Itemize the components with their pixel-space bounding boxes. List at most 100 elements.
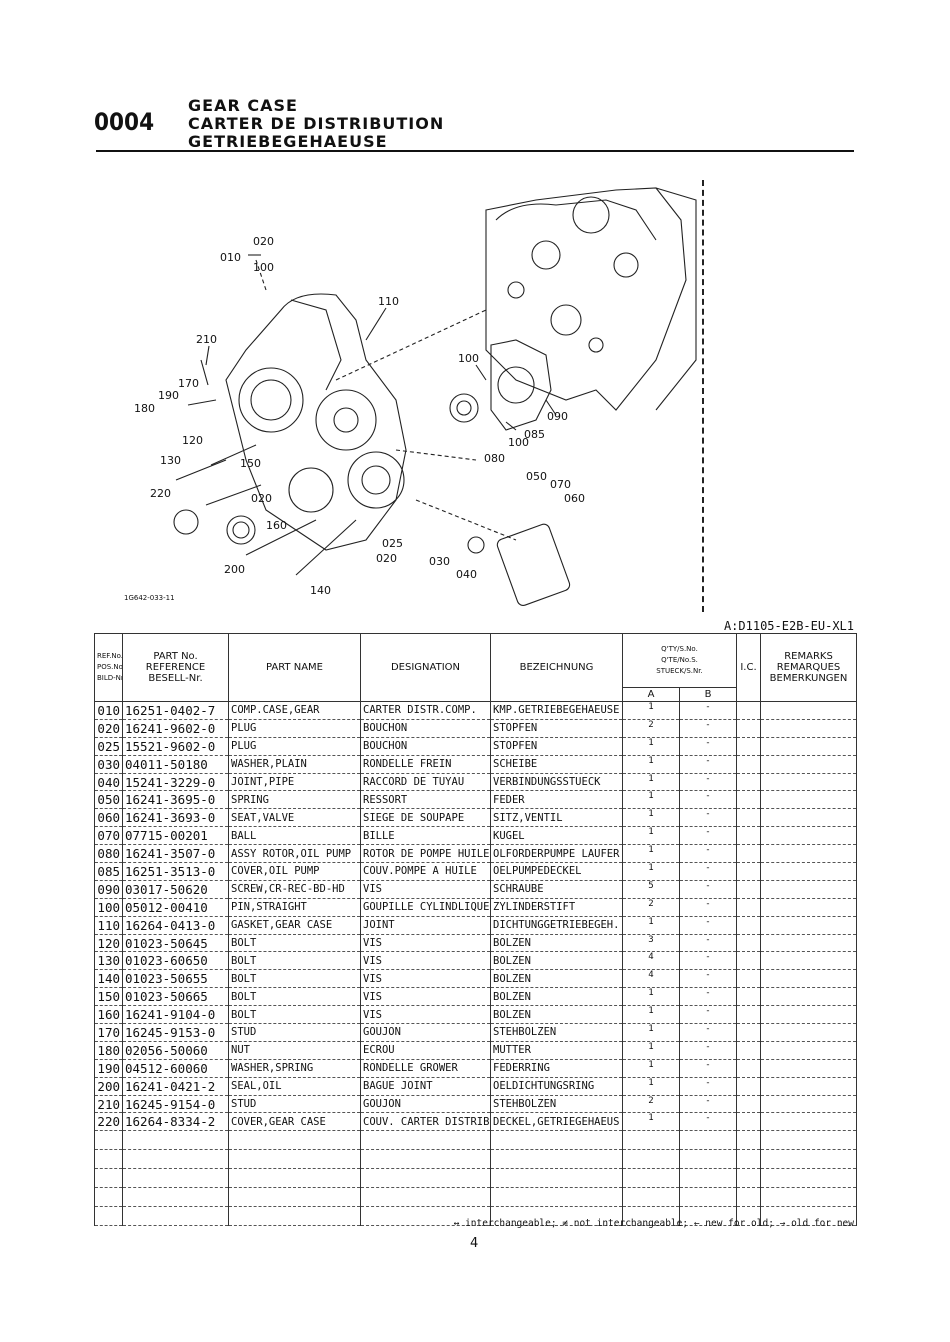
blank-cell (94, 1187, 123, 1207)
row-ref: 085 (94, 862, 123, 881)
blank-cell (679, 1130, 737, 1151)
row-ic (736, 790, 761, 810)
blank-cell (94, 1205, 123, 1226)
model-code: A:D1105-E2B-EU-XL1 (723, 619, 854, 633)
row-ref: 100 (94, 897, 123, 917)
row-ic (736, 736, 761, 756)
row-qty-b: - (679, 933, 737, 953)
header-designation: DESIGNATION (360, 633, 491, 702)
row-ref: 210 (94, 1094, 123, 1114)
row-designation: VIS (360, 933, 491, 953)
row-part-name: COMP.CASE,GEAR (228, 701, 361, 720)
row-ref: 200 (94, 1076, 123, 1096)
row-bezeichnung: DICHTUNGGETRIEBEGEH. (490, 915, 623, 935)
row-part-no: 16241-3693-0 (122, 808, 229, 828)
row-designation: VIS (360, 951, 491, 971)
row-qty-b: - (679, 1058, 737, 1078)
row-qty-a: 1 (622, 754, 680, 774)
row-remarks (760, 1040, 857, 1060)
row-ic (736, 701, 761, 720)
row-ic (736, 897, 761, 917)
row-qty-b: - (679, 1040, 737, 1060)
callout-120: 120 (182, 434, 203, 447)
row-qty-a: 1 (622, 987, 680, 1007)
blank-cell (622, 1168, 680, 1189)
row-part-name: JOINT,PIPE (228, 772, 361, 792)
parts-table: REF.No. POS.No. BILD-Nr. PART No. REFERE… (94, 633, 857, 1226)
row-bezeichnung: BOLZEN (490, 951, 623, 971)
header-ic: I.C. (736, 633, 761, 702)
row-ic (736, 969, 761, 989)
row-part-no: 16241-0421-2 (122, 1076, 229, 1096)
header-remarks: REMARKS REMARQUES BEMERKUNGEN (760, 633, 857, 702)
row-ref: 080 (94, 844, 123, 864)
row-part-name: STUD (228, 1094, 361, 1114)
row-remarks (760, 1023, 857, 1042)
callout-040: 040 (456, 568, 477, 581)
row-qty-b: - (679, 826, 737, 846)
blank-cell (760, 1205, 857, 1226)
row-qty-a: 1 (622, 1112, 680, 1132)
row-ref: 120 (94, 933, 123, 953)
blank-cell (736, 1187, 761, 1207)
blank-cell (490, 1130, 623, 1151)
callout-025: 025 (382, 537, 403, 550)
row-bezeichnung: KMP.GETRIEBEGEHAEUSE (490, 701, 623, 720)
row-designation: BOUCHON (360, 736, 491, 756)
row-ref: 110 (94, 915, 123, 935)
row-designation: RACCORD DE TUYAU (360, 772, 491, 792)
blank-row (94, 1205, 857, 1226)
row-qty-a: 1 (622, 915, 680, 935)
row-qty-b: - (679, 987, 737, 1007)
blank-cell (622, 1130, 680, 1151)
row-qty-a: 1 (622, 808, 680, 828)
row-designation: VIS (360, 879, 491, 899)
blank-cell (122, 1149, 229, 1170)
row-part-no: 16245-9154-0 (122, 1094, 229, 1114)
callout-050: 050 (526, 470, 547, 483)
row-designation: VIS (360, 1005, 491, 1025)
row-part-name: BALL (228, 826, 361, 846)
row-bezeichnung: STEHBOLZEN (490, 1094, 623, 1114)
row-designation: VIS (360, 969, 491, 989)
row-designation: BILLE (360, 826, 491, 846)
row-qty-a: 5 (622, 879, 680, 899)
row-ref: 030 (94, 754, 123, 774)
blank-cell (122, 1130, 229, 1151)
callout-190: 190 (158, 389, 179, 402)
row-qty-a: 2 (622, 718, 680, 738)
blank-cell (360, 1187, 491, 1207)
blank-cell (622, 1149, 680, 1170)
blank-cell (736, 1130, 761, 1151)
row-part-name: COVER,OIL PUMP (228, 862, 361, 881)
row-ref: 050 (94, 790, 123, 810)
blank-cell (360, 1149, 491, 1170)
blank-cell (760, 1168, 857, 1189)
callout-080: 080 (484, 452, 505, 465)
callout-180: 180 (134, 402, 155, 415)
row-bezeichnung: ZYLINDERSTIFT (490, 897, 623, 917)
callout-020b: 020 (251, 492, 272, 505)
blank-cell (679, 1149, 737, 1170)
engine-block-outline (485, 187, 687, 411)
row-part-name: GASKET,GEAR CASE (228, 915, 361, 935)
callout-200: 200 (224, 563, 245, 576)
row-part-name: STUD (228, 1023, 361, 1042)
row-ref: 070 (94, 826, 123, 846)
row-ref: 140 (94, 969, 123, 989)
header-part-no: PART No. REFERENCE BESELL-Nr. (122, 633, 229, 702)
row-part-name: BOLT (228, 951, 361, 971)
row-designation: BAGUE JOINT (360, 1076, 491, 1096)
row-designation: ECROU (360, 1040, 491, 1060)
row-qty-a: 1 (622, 1076, 680, 1096)
row-qty-a: 1 (622, 736, 680, 756)
row-qty-a: 1 (622, 1023, 680, 1042)
row-ic (736, 844, 761, 864)
row-qty-b: - (679, 1094, 737, 1114)
row-designation: BOUCHON (360, 718, 491, 738)
